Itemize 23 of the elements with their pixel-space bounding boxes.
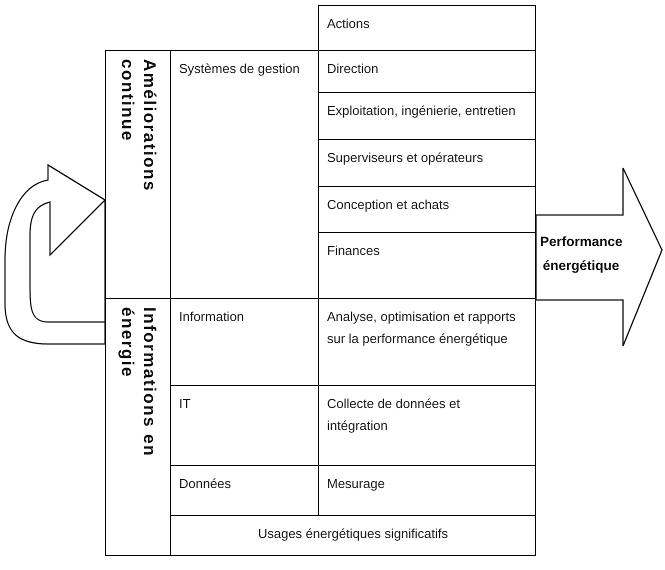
- section-header-cell: [105, 298, 171, 556]
- cell-text: IT: [179, 395, 192, 413]
- cell-text: Actions: [327, 15, 371, 33]
- cell-text: Mesurage: [327, 475, 386, 493]
- cell-text: Analyse, optimisation et rapports sur la performance énergétique: [327, 308, 517, 348]
- section-title: Améliorations continue: [117, 59, 160, 194]
- curved-block-arrow: [4, 164, 106, 345]
- cell-text: Conception et achats: [327, 196, 450, 214]
- table-cell: [170, 515, 536, 556]
- cell-text: Collecte de données et intégration: [327, 395, 461, 435]
- cell-text: Superviseurs et opérateurs: [327, 149, 484, 167]
- table-cell: [318, 5, 536, 51]
- cell-text: Usages énergétiques significatifs: [256, 525, 450, 543]
- cell-text: Information: [179, 308, 246, 326]
- cell-text: Direction: [327, 60, 380, 78]
- block-arrow: [536, 168, 664, 346]
- cell-text: Systèmes de gestion: [179, 60, 301, 78]
- cell-text: Données: [179, 475, 232, 493]
- arrow-label: Performance énergétique: [540, 233, 622, 275]
- cell-text: Finances: [327, 242, 381, 260]
- section-title: Informations en énergie: [117, 307, 160, 460]
- cell-text: Exploitation, ingénierie, entretien: [327, 102, 517, 120]
- section-header-cell: [105, 50, 171, 299]
